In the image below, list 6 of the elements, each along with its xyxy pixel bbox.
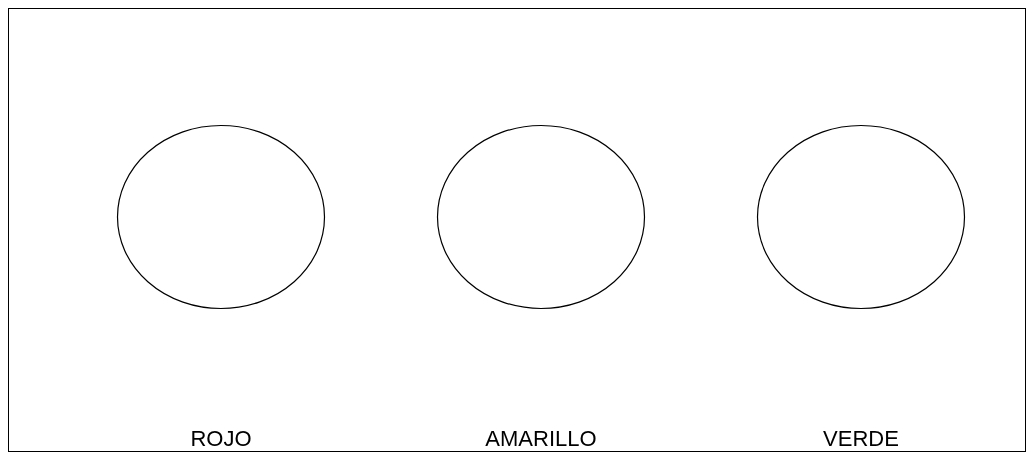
color-label: AMARILLO xyxy=(485,425,597,453)
empty-circle xyxy=(117,125,325,309)
color-label: VERDE xyxy=(823,425,899,453)
color-label: ROJO xyxy=(190,425,252,453)
empty-circle xyxy=(437,125,645,309)
empty-circle xyxy=(757,125,965,309)
